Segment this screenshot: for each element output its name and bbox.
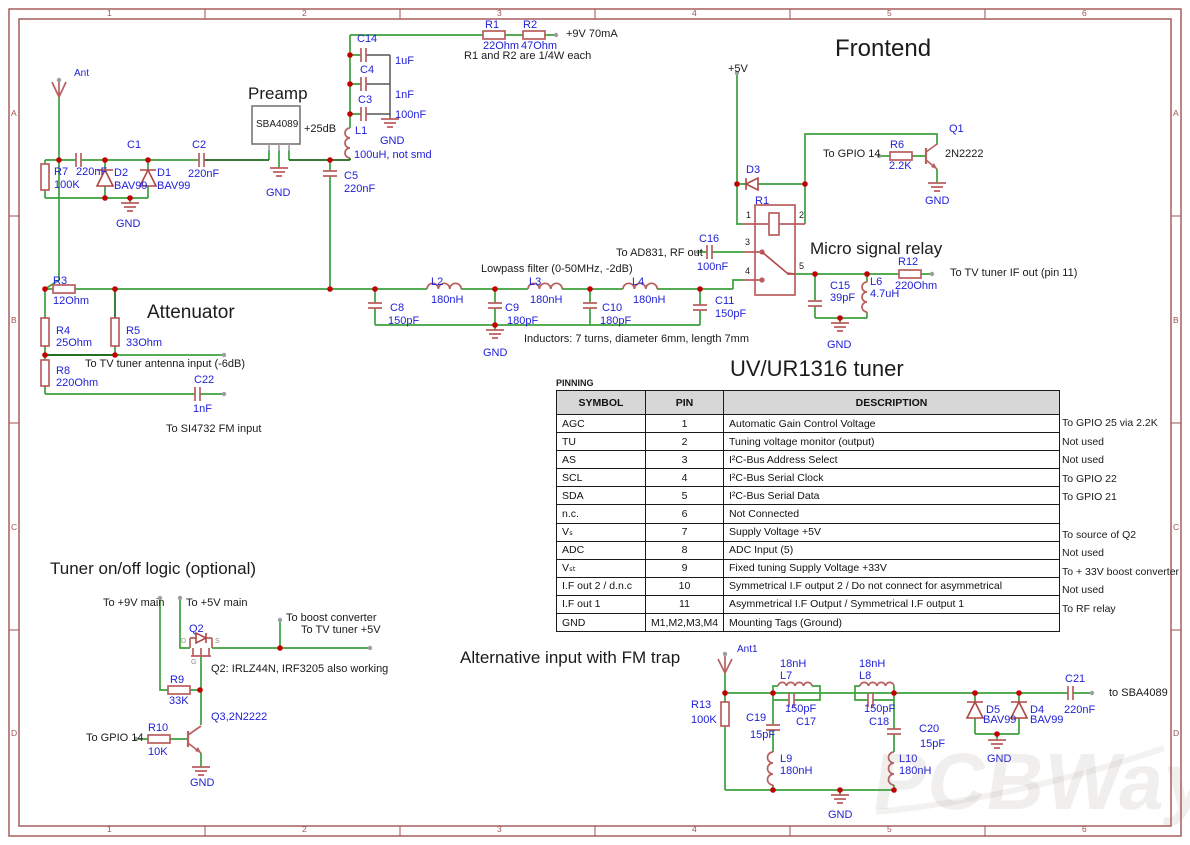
mosfet-q2-symbol <box>189 637 213 657</box>
inductor-l7-symbol <box>777 681 813 687</box>
resistor-r7-symbol <box>40 163 50 191</box>
antenna-symbols <box>51 80 733 674</box>
pin-table-cell-description: Fixed tuning Supply Voltage +33V <box>723 558 1060 578</box>
diode-d2-symbol <box>95 168 115 187</box>
wires-gray <box>366 54 391 119</box>
wires-dark-green <box>45 158 351 356</box>
pin-table-cell-symbol: I.F out 1 <box>556 594 646 615</box>
resistor-r1-symbol <box>482 30 506 40</box>
pin-table-cell-symbol: Vₛₜ <box>556 558 646 578</box>
pin-endpoints <box>56 32 1095 742</box>
pin-table-cell-symbol: TU <box>556 432 646 452</box>
relay-switch-arm <box>761 251 796 275</box>
pin-table-cell-pin: 9 <box>645 558 724 578</box>
diode-d4-symbol <box>1009 700 1029 719</box>
transistor-q3-symbol <box>186 725 202 754</box>
pin-table-cell-symbol: ADC <box>556 540 646 560</box>
pin-table-cell-symbol: AGC <box>556 413 646 434</box>
component-symbols <box>40 30 1074 804</box>
diode-d1-symbol <box>138 168 158 187</box>
diode-q2-body-symbol <box>195 631 208 645</box>
pin-table-header: DESCRIPTION <box>723 390 1060 415</box>
pin-table-cell-symbol: I.F out 2 / d.n.c <box>556 576 646 596</box>
resistor-r10-symbol <box>147 734 171 744</box>
sheet-frame <box>8 8 1182 837</box>
pin-table-cell-description: I²C-Bus Address Select <box>723 450 1060 470</box>
pin-table-cell-symbol: Vₛ <box>556 522 646 542</box>
resistor-r4-symbol <box>40 317 50 347</box>
pin-table-cell-description: Not Connected <box>723 504 1060 524</box>
pin-table-cell-pin: M1,M2,M3,M4 <box>645 613 724 633</box>
relay-r1-symbol <box>743 204 805 296</box>
pin-table-cell-pin: 5 <box>645 486 724 506</box>
pin-table-cell-pin: 10 <box>645 576 724 596</box>
watermark-swoosh <box>875 745 1165 815</box>
pin-table-cell-pin: 6 <box>645 504 724 524</box>
inductor-l1-symbol <box>344 127 351 159</box>
pin-table-cell-description: Tuning voltage monitor (output) <box>723 432 1060 452</box>
resistor-r8-symbol <box>40 359 50 387</box>
pin-table-cell-symbol: GND <box>556 613 646 633</box>
resistor-r3-symbol <box>52 284 76 294</box>
pin-table-cell-description: Supply Voltage +5V <box>723 522 1060 542</box>
preamp-module <box>251 105 301 151</box>
inductor-l10-symbol <box>887 751 895 786</box>
gnd-symbols <box>121 118 1006 804</box>
pin-table-cell-pin: 8 <box>645 540 724 560</box>
pin-table-cell-description: Mounting Tags (Ground) <box>723 613 1060 633</box>
resistor-r12-symbol <box>898 269 922 279</box>
junction-dots <box>42 52 1022 793</box>
inductor-l8-symbol <box>859 681 895 687</box>
pin-table-cell-description: I²C-Bus Serial Clock <box>723 468 1060 488</box>
pin-table-cell-description: Asymmetrical I.F Output / Symmetrical I.… <box>723 594 1060 615</box>
inductor-l6-symbol <box>861 281 868 313</box>
pin-table-cell-description: Symmetrical I.F output 2 / Do not connec… <box>723 576 1060 596</box>
pin-table-cell-pin: 11 <box>645 594 724 615</box>
pin-table-cell-pin: 1 <box>645 413 724 434</box>
pin-table-cell-description: Automatic Gain Control Voltage <box>723 413 1060 434</box>
pin-table-cell-pin: 4 <box>645 468 724 488</box>
resistor-r9-symbol <box>167 685 191 695</box>
resistor-r5-symbol <box>110 317 120 347</box>
pin-table-cell-pin: 2 <box>645 432 724 452</box>
pin-table-header: PIN <box>645 390 724 415</box>
pin-table-cell-symbol: AS <box>556 450 646 470</box>
resistor-r2-symbol <box>522 30 546 40</box>
pin-table-cell-symbol: SCL <box>556 468 646 488</box>
inductor-l9-symbol <box>766 751 774 786</box>
pin-table-cell-pin: 7 <box>645 522 724 542</box>
inductor-l3-symbol <box>527 282 564 290</box>
pin-table-header: SYMBOL <box>556 390 646 415</box>
pin-table-cell-symbol: n.c. <box>556 504 646 524</box>
resistor-r6-symbol <box>889 151 913 161</box>
diode-d5-symbol <box>965 700 985 719</box>
pcbway-watermark: PCBWay <box>867 737 1190 826</box>
transistor-q1-symbol <box>924 143 938 170</box>
inductor-l4-symbol <box>622 282 659 290</box>
resistor-r13-symbol <box>720 701 730 727</box>
diode-d3-symbol <box>744 176 759 192</box>
pin-table-cell-description: ADC Input (5) <box>723 540 1060 560</box>
pin-table-cell-pin: 3 <box>645 450 724 470</box>
diode-symbols <box>95 168 1029 719</box>
inductor-l2-symbol <box>426 282 463 290</box>
capacitor-plates <box>75 48 1074 735</box>
pin-table-cell-symbol: SDA <box>556 486 646 506</box>
pin-table-cell-description: I²C-Bus Serial Data <box>723 486 1060 506</box>
